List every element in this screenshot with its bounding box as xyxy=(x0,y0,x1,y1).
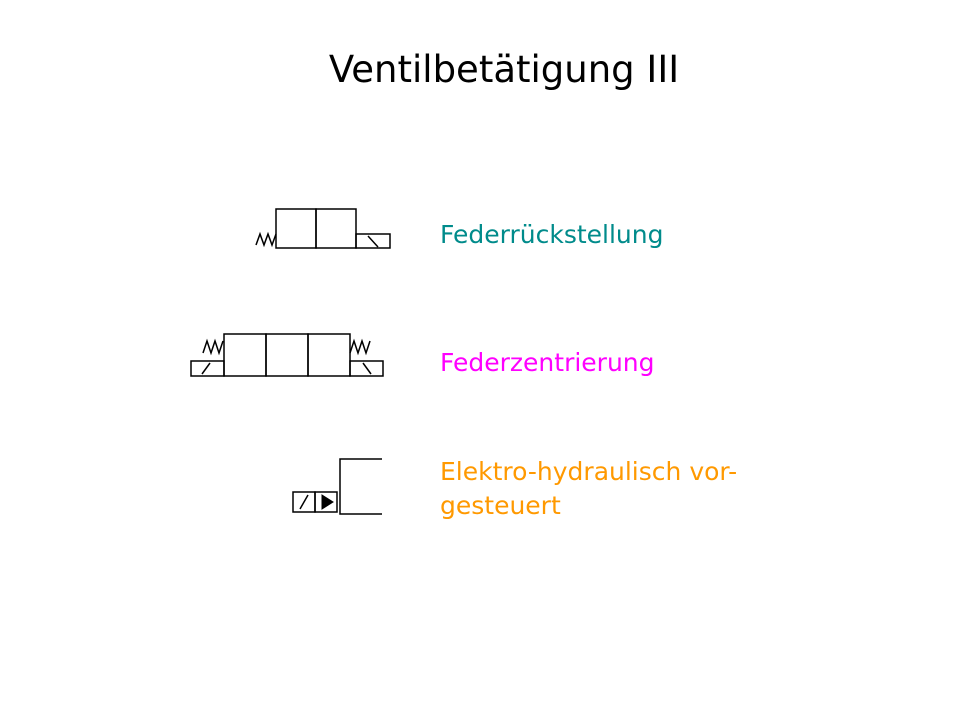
pilot-triangle-icon xyxy=(321,494,334,510)
solenoid-actuator-box xyxy=(355,233,391,249)
slide-title: Ventilbetätigung III xyxy=(328,48,680,91)
label-electro-hydraulic: Elektro-hydraulisch vor- gesteuert xyxy=(440,455,737,523)
label-electro-hydraulic-line1: Elektro-hydraulisch vor- xyxy=(440,457,738,486)
solenoid-slash xyxy=(299,494,309,510)
right-solenoid-box xyxy=(349,360,384,377)
left-spring-icon xyxy=(202,338,224,356)
right-solenoid-slash xyxy=(362,362,372,375)
valve-position-box-1 xyxy=(223,333,267,377)
spring-centered-valve-symbol xyxy=(190,333,384,377)
valve-body-outline xyxy=(339,458,382,515)
label-electro-hydraulic-line2: gesteuert xyxy=(440,491,561,520)
valve-position-box-right xyxy=(315,208,357,249)
solenoid-slash xyxy=(367,235,379,248)
spring-icon xyxy=(255,231,277,248)
right-spring-icon xyxy=(349,338,371,356)
electro-hydraulic-pilot-symbol xyxy=(292,458,382,515)
spring-return-valve-symbol xyxy=(255,208,391,249)
label-spring-centering: Federzentrierung xyxy=(440,348,655,377)
valve-position-box-2 xyxy=(265,333,309,377)
left-solenoid-box xyxy=(190,360,225,377)
left-solenoid-slash xyxy=(201,362,211,375)
valve-position-box-left xyxy=(275,208,317,249)
pilot-box xyxy=(314,491,338,513)
label-spring-return: Federrückstellung xyxy=(440,220,664,249)
valve-position-box-3 xyxy=(307,333,351,377)
